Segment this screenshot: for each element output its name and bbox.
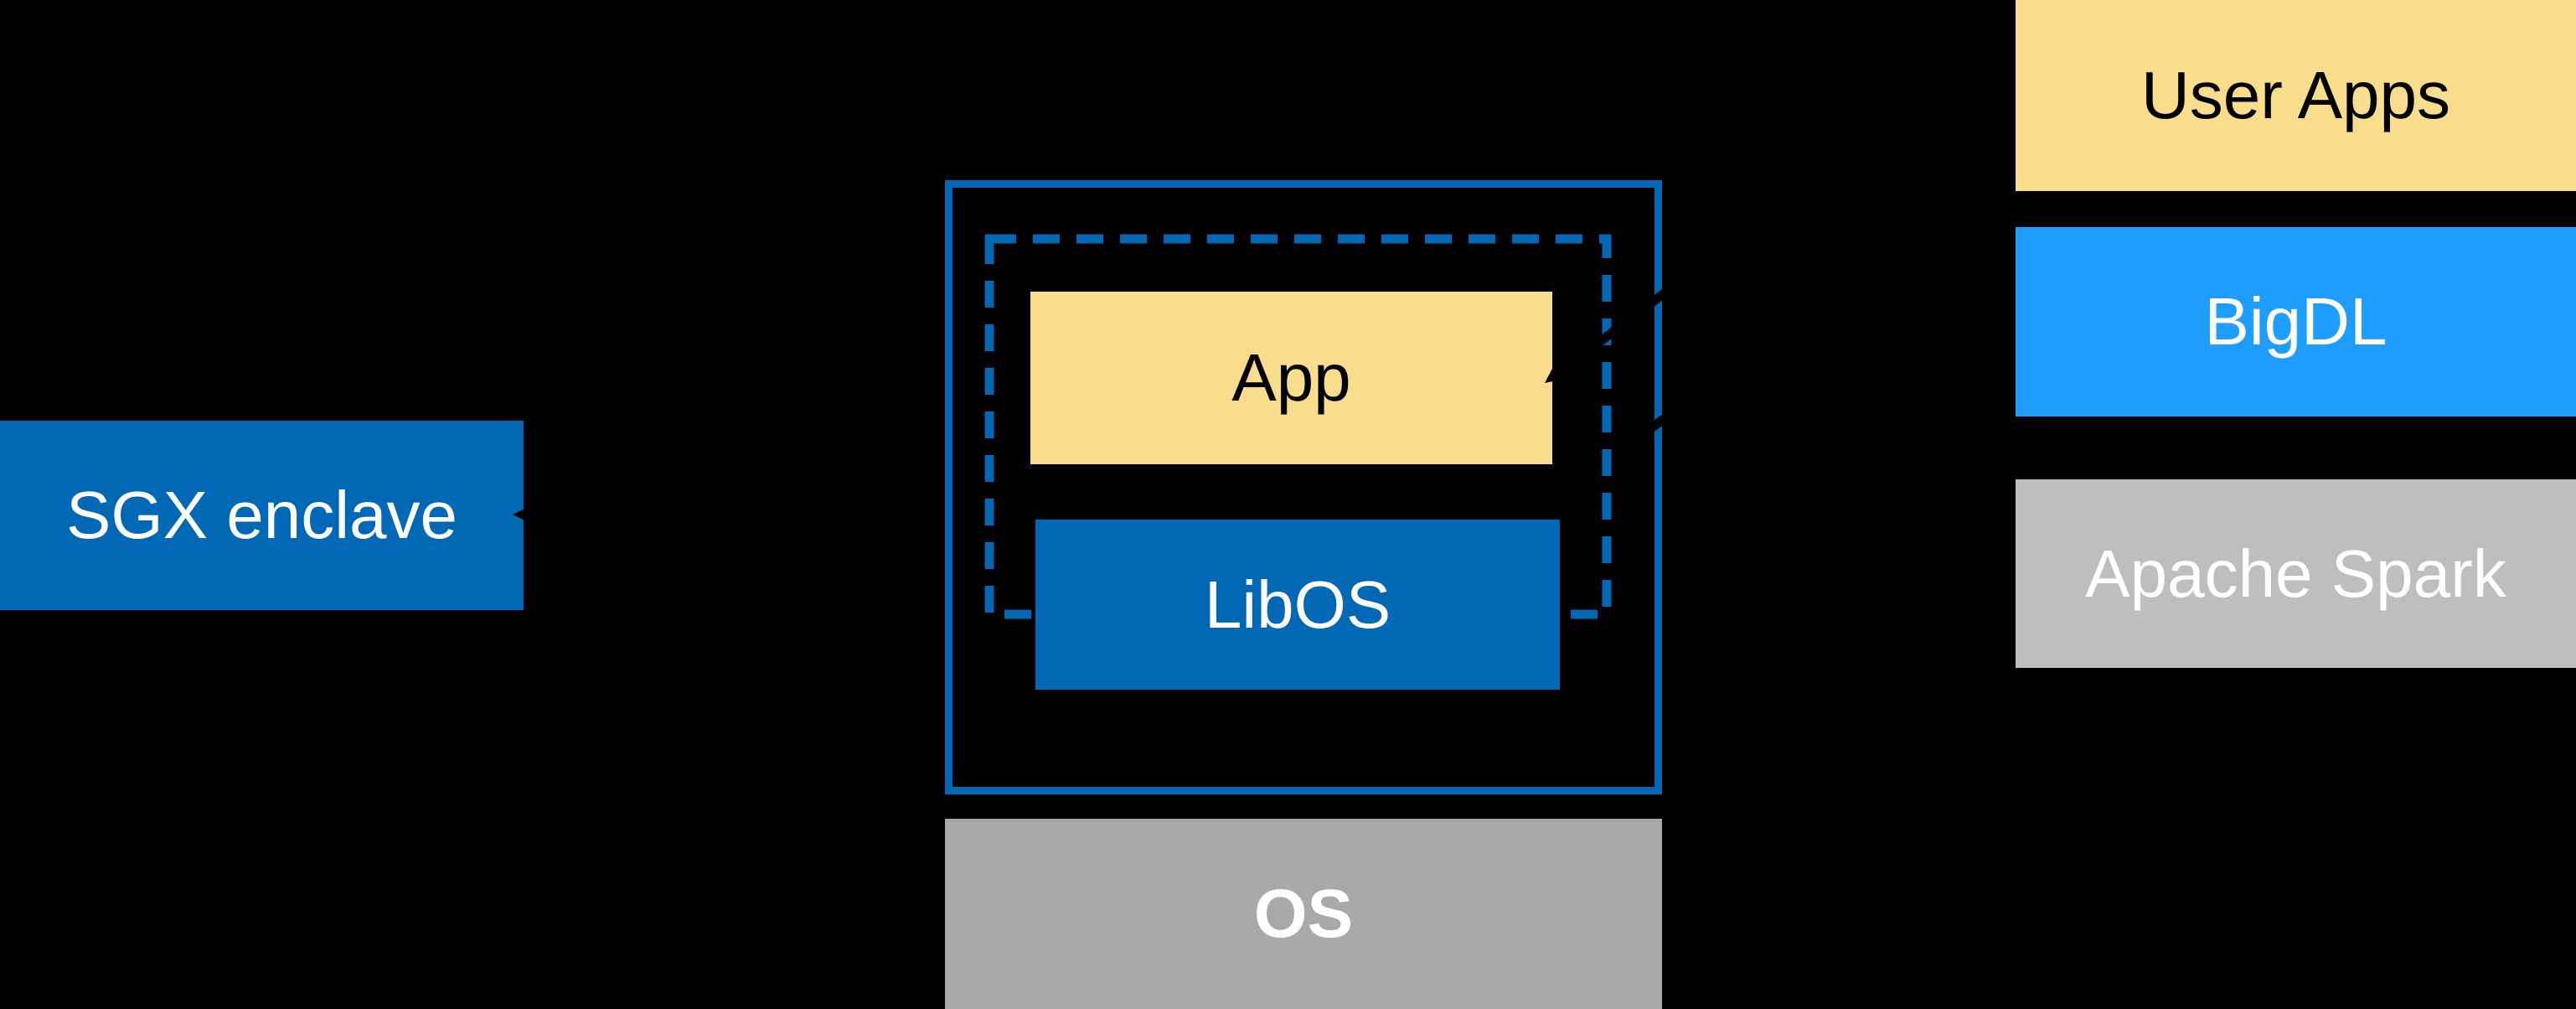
left-arrow — [513, 500, 937, 529]
stack-user-apps-box: User Apps — [2016, 0, 2576, 191]
user-apps-label: User Apps — [2140, 58, 2451, 132]
os-box: OS — [945, 819, 1662, 1009]
stack-bigdl-box: BigDL — [2016, 227, 2576, 417]
bigdl-label: BigDL — [2204, 284, 2388, 359]
apache-spark-label: Apache Spark — [2085, 536, 2506, 611]
right-arrow-b — [1630, 159, 2006, 446]
sgx-enclave-label-box: SGX enclave — [0, 421, 524, 610]
enclave-outer-box — [945, 180, 1662, 794]
right-arrow-b-shaft — [1630, 159, 2006, 446]
os-label: OS — [1253, 875, 1354, 952]
app-label: App — [1231, 340, 1351, 415]
stack-apache-spark-box: Apache Spark — [2016, 479, 2576, 668]
app-box: App — [1030, 292, 1552, 464]
libos-box: LibOS — [1035, 520, 1560, 690]
libos-label: LibOS — [1204, 567, 1391, 642]
sgx-enclave-label: SGX enclave — [66, 478, 457, 552]
